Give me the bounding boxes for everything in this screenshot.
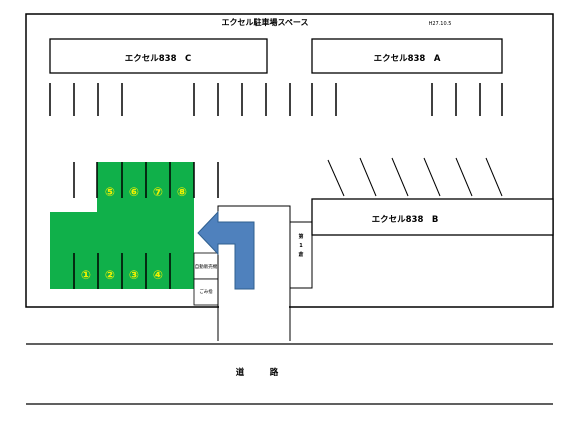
green-upper-stall-lines [73,162,219,198]
map-title: エクセル駐車場スペース [221,17,308,27]
reserved-parking-area [50,162,194,289]
driveway-gap [219,306,289,309]
vending-machine-box [193,252,219,280]
diagonal-stall-lines [327,157,503,197]
building-b-label: エクセル838 B [372,214,439,225]
building-b [311,198,554,236]
spot-7: ⑦ [153,185,163,199]
vending-machine-label: 自動販売機 [195,263,218,270]
spot-6: ⑥ [129,185,139,199]
spot-4: ④ [153,268,163,282]
entrance-arrow [197,210,255,290]
storage-label-2: 1 [299,243,303,249]
trash-label: ごみ捨 [199,288,213,295]
spot-8: ⑧ [177,185,187,199]
storage-label-1: 第 [298,233,303,240]
storage-box [289,221,313,289]
spot-3: ③ [129,268,139,282]
spot-1: ① [81,268,91,282]
building-a-label: エクセル838 A [374,53,441,64]
green-lower-stall-lines [73,253,171,289]
spot-2: ② [105,268,115,282]
top-stall-lines [49,83,503,116]
map-date: H27.10.5 [429,21,452,27]
trash-box [193,278,219,306]
building-c-label: エクセル838 C [125,53,191,64]
road-label: 道 路 [236,367,279,378]
storage-label-3: 倉 [297,251,304,258]
building-a [311,38,503,74]
building-c [49,38,268,74]
spot-5: ⑤ [105,185,115,199]
